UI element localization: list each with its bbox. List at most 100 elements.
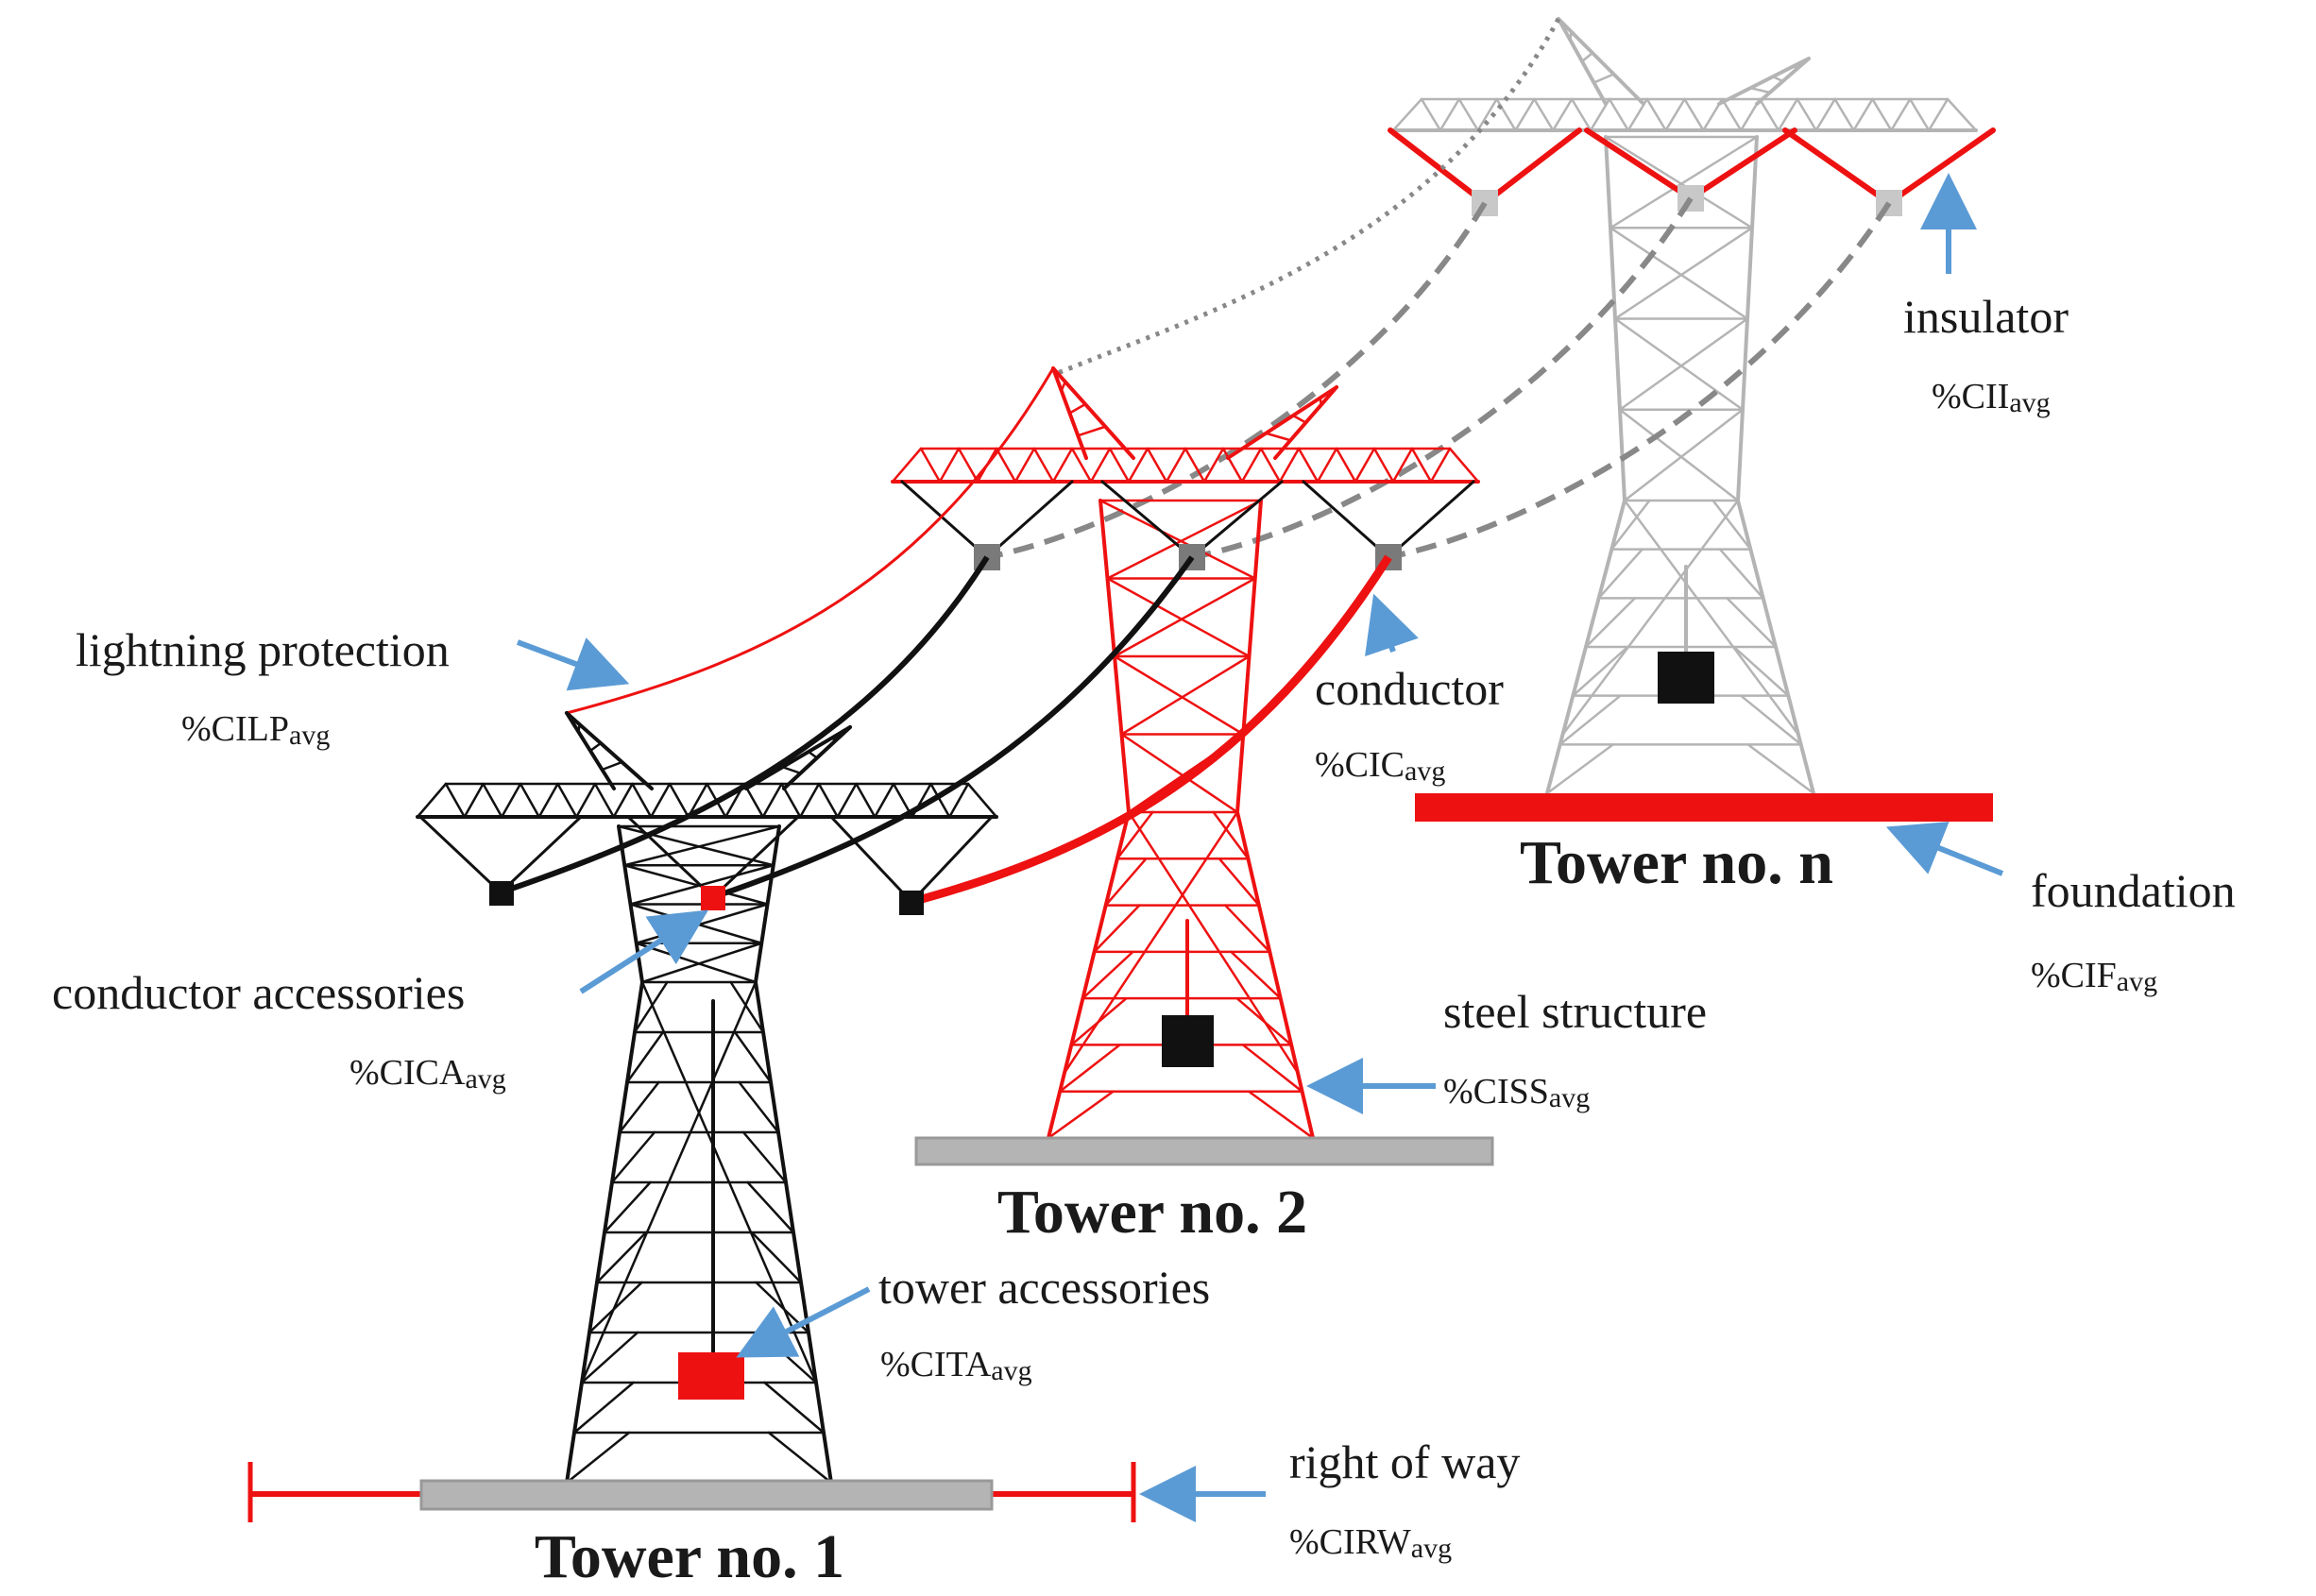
crossarm-web — [1184, 447, 1206, 484]
crossarm-web — [724, 782, 746, 819]
lattice-brace — [1597, 548, 1643, 600]
lattice-brace — [1572, 645, 1629, 697]
peak-brace — [832, 735, 836, 744]
lattice-brace — [1212, 810, 1250, 860]
crossarm-web — [1570, 97, 1592, 132]
insulator-string — [1388, 127, 1488, 206]
tower-2-title: Tower no. 2 — [997, 1178, 1307, 1247]
crossarm-web — [919, 447, 942, 484]
tower-accessories-arrow — [736, 1286, 871, 1358]
wires-2-to-1 — [500, 367, 1392, 907]
tower-accessory-box — [1162, 1015, 1214, 1067]
crossarm-web — [631, 782, 653, 819]
lattice-diagonal — [623, 864, 769, 906]
peak-brace — [1771, 75, 1784, 83]
lattice-diagonal — [1618, 408, 1740, 502]
right-of-way-name: right of way — [1289, 1435, 1520, 1488]
crossarm-web — [482, 782, 503, 819]
lattice-brace — [733, 1030, 773, 1084]
lattice-brace — [1584, 597, 1637, 649]
lattice-brace — [618, 1080, 660, 1134]
lattice-brace — [729, 980, 765, 1034]
crossarm-web — [1051, 447, 1074, 484]
peak-brace — [588, 741, 603, 753]
insulator-string — [1688, 127, 1797, 201]
crossarm-web — [1165, 447, 1187, 484]
crossarm-web — [1908, 97, 1931, 132]
lattice-brace — [610, 1130, 656, 1184]
crossarm-web — [1608, 97, 1630, 132]
peak-brace — [1068, 402, 1087, 415]
lattice-brace — [625, 1030, 665, 1084]
peak-brace — [1749, 86, 1771, 94]
tower-accessories-index: %CITAavg — [880, 1345, 1032, 1386]
lattice-brace — [1746, 743, 1815, 795]
lattice-diagonal — [1106, 577, 1251, 658]
crossarm-web — [1664, 97, 1686, 132]
lattice-brace — [1558, 694, 1622, 746]
insulator-string — [1387, 480, 1475, 559]
crossarm-web — [1335, 447, 1357, 484]
lattice-diagonal — [1618, 317, 1749, 411]
lattice-brace — [1241, 1044, 1303, 1093]
lattice-brace — [741, 1130, 788, 1184]
foundation-bar — [1415, 793, 1993, 822]
peak-member — [744, 725, 852, 790]
lattice-diagonal — [1609, 135, 1759, 229]
crossarm-web — [1420, 97, 1442, 132]
crossarm-web — [1871, 97, 1893, 132]
crossarm-web — [1814, 97, 1836, 132]
crossarm-web — [463, 782, 485, 819]
crossarm-web — [957, 447, 979, 484]
crossarm-web — [575, 782, 597, 819]
label-foundation: foundation %CIFavg — [2031, 864, 2236, 997]
crossarm-web — [938, 447, 961, 484]
crossarm-web — [1221, 447, 1244, 484]
crossarm-web — [668, 782, 690, 819]
crossarm-web — [995, 447, 1017, 484]
conductor-span — [500, 555, 990, 895]
crossarm-web — [761, 782, 783, 819]
crossarm-web — [1316, 447, 1338, 484]
peak-member — [1557, 17, 1645, 106]
crossarm-web — [612, 782, 634, 819]
crossarm-web — [556, 782, 578, 819]
peak-brace — [807, 750, 819, 759]
conductor-accessory-clamp — [701, 886, 725, 910]
tower-leg — [1047, 810, 1131, 1140]
crossarm-web — [1476, 97, 1498, 132]
tower-n — [1388, 17, 1996, 822]
crossarm-web — [1202, 447, 1225, 484]
peak-brace — [1794, 63, 1797, 72]
tower-accessory-box — [678, 1352, 744, 1400]
peak-member — [1051, 366, 1135, 460]
peak-member — [565, 711, 654, 790]
lattice-diagonal — [1561, 499, 1740, 737]
crossarm-web — [1013, 447, 1036, 484]
crossarm-web — [1297, 447, 1320, 484]
lattice-brace — [633, 980, 669, 1034]
lattice-diagonal — [1623, 499, 1800, 737]
crossarm-web — [416, 782, 448, 819]
insulator-name: insulator — [1903, 290, 2069, 343]
crossarm-web — [1721, 97, 1743, 132]
crossarm-web — [966, 782, 998, 819]
insulator-string — [900, 480, 989, 559]
lattice-diagonal — [635, 942, 758, 984]
lattice-brace — [1058, 1044, 1121, 1093]
label-right-of-way: right of way %CIRWavg — [1289, 1435, 1520, 1564]
insulator-string — [985, 480, 1074, 559]
lattice-diagonal — [1113, 577, 1256, 658]
peak-brace — [1060, 381, 1066, 392]
crossarm-web — [836, 782, 858, 819]
lattice-brace — [565, 1431, 631, 1485]
lattice-brace — [1218, 857, 1261, 907]
lattice-brace — [1247, 1090, 1315, 1140]
lattice-brace — [767, 1431, 833, 1485]
tower-accessory-box — [1658, 652, 1714, 704]
lattice-diagonal — [1127, 810, 1300, 1075]
conductor-accessories-index: %CICAavg — [349, 1053, 506, 1095]
label-lightning-protection: lightning protection %CILPavg — [76, 623, 450, 751]
crossarm-web — [892, 782, 913, 819]
